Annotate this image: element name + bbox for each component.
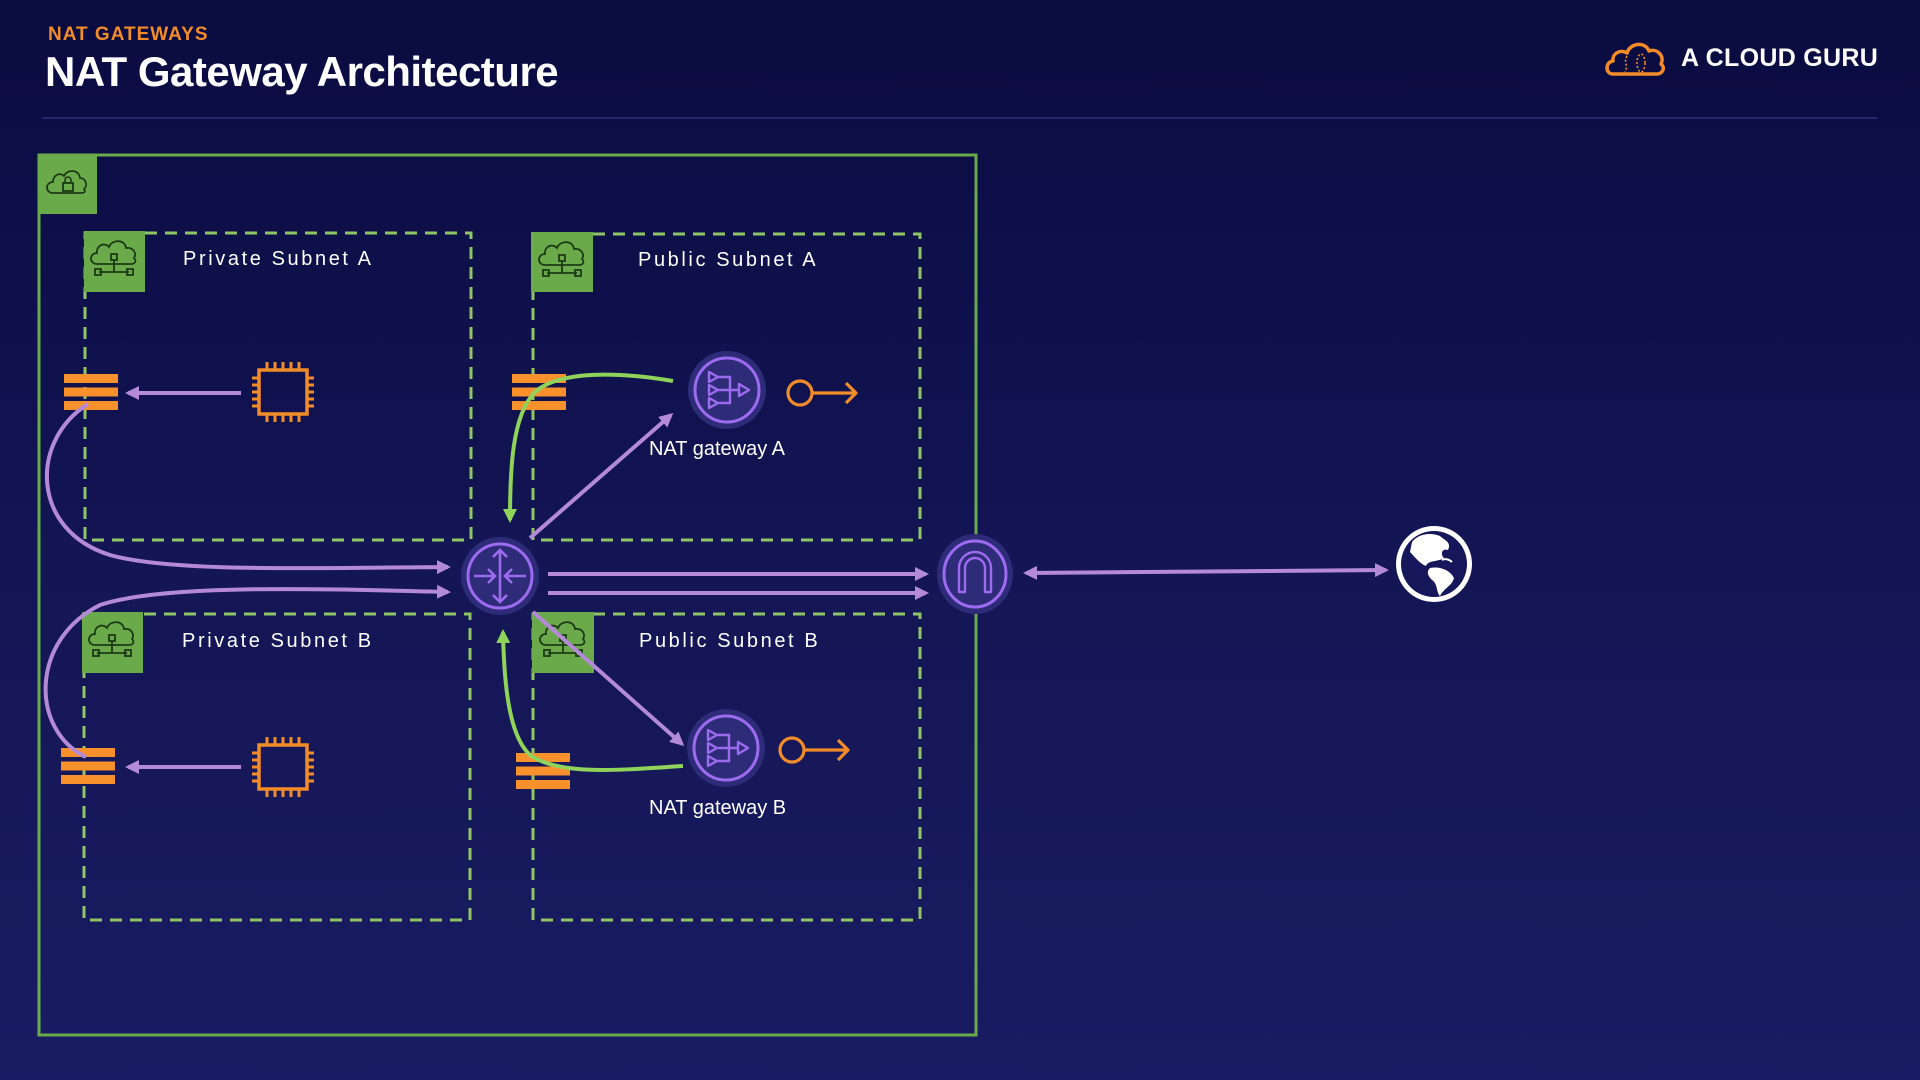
- vpc-lock-cloud-icon: [38, 154, 97, 214]
- cloud-logo-icon: [1605, 42, 1665, 76]
- elastic-ip-key-icon: [778, 736, 850, 764]
- elastic-ip-key-icon: [786, 379, 858, 407]
- nat-gateway-icon: [685, 707, 767, 789]
- bidirectional-flow-arrow: [1023, 563, 1389, 580]
- section-eyebrow: NAT GATEWAYS: [48, 24, 209, 45]
- nat-gateway-icon: [686, 349, 768, 431]
- router-icon: [461, 537, 539, 615]
- ec2-instance-chip-icon: [250, 360, 316, 424]
- route-table-icon: [61, 748, 115, 784]
- flow-arrow: [528, 413, 674, 540]
- flow-arrow: [45, 402, 451, 575]
- flow-arrow: [43, 584, 451, 759]
- brand-logo: A CLOUD GURU: [1603, 36, 1878, 80]
- nat-gateway-label: NAT gateway B: [649, 797, 786, 819]
- nat-gateway-label: NAT gateway A: [649, 438, 786, 460]
- subnet-public-a: Public Subnet A: [531, 232, 922, 542]
- brand-name: A CLOUD GURU: [1681, 43, 1879, 72]
- page-title: NAT Gateway Architecture: [45, 48, 559, 95]
- return-flow-arrow: [503, 372, 674, 523]
- internet-gateway-icon: [937, 534, 1013, 614]
- route-table-icon: [64, 374, 118, 410]
- route-table-icon: [516, 753, 570, 789]
- header-divider: [42, 117, 1877, 119]
- globe-icon: [1396, 526, 1472, 602]
- return-flow-arrow: [496, 629, 684, 772]
- subnet-label: Public Subnet A: [638, 249, 818, 271]
- subnet-private-a: Private Subnet A: [83, 231, 473, 542]
- flow-arrow: [531, 610, 685, 746]
- subnet-label: Public Subnet B: [639, 630, 820, 652]
- subnet-public-b: Public Subnet B: [531, 612, 922, 922]
- subnet-label: Private Subnet A: [183, 248, 374, 270]
- ec2-instance-chip-icon: [250, 735, 316, 799]
- subnet-label: Private Subnet B: [182, 630, 374, 652]
